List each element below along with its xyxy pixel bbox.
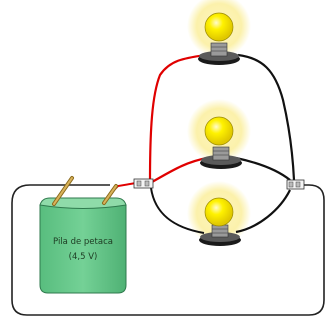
battery-body [39,204,127,294]
red-wire-middle [151,156,208,183]
black-wire-bottom [235,189,291,234]
middle-bulb-glass [204,116,234,146]
battery-label-line2: (4,5 V) [69,252,98,262]
middle-bulb [200,116,242,169]
top-bulb [198,12,240,65]
bottom-bulb [199,197,241,246]
left-connector [133,178,154,189]
black-wire-middle [235,156,291,181]
black-wire-top [237,53,296,181]
battery: Pila de petaca (4,5 V) [39,176,127,294]
outer-loop-wire [11,184,325,316]
battery-label-line1: Pila de petaca [53,237,113,247]
top-bulb-glass [204,12,234,42]
right-connector [286,179,305,190]
bottom-bulb-glass [204,197,234,227]
red-wire-top [148,53,206,182]
red-wire-bottom [150,187,205,234]
